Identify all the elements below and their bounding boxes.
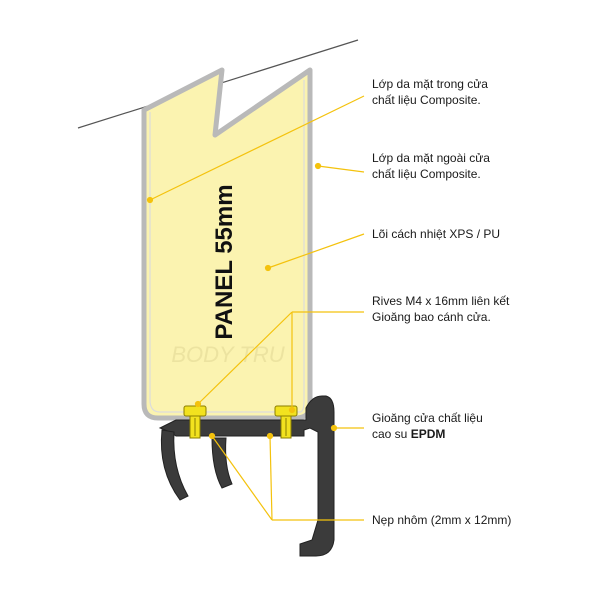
callout-inner-skin-line1: Lớp da mặt trong cửa bbox=[372, 77, 488, 91]
callout-aluminium-line1: Nẹp nhôm (2mm x 12mm) bbox=[372, 513, 512, 527]
panel-body bbox=[141, 67, 313, 421]
callout-inner-skin: Lớp da mặt trong cửa chất liệu Composite… bbox=[372, 76, 488, 108]
epdm-gasket-lip-mid bbox=[211, 437, 233, 489]
epdm-gasket-top bbox=[158, 395, 335, 557]
callout-outer-skin-line1: Lớp da mặt ngoài cửa bbox=[372, 151, 490, 165]
panel-label: PANEL 55mm bbox=[211, 184, 238, 339]
callout-gasket: Gioăng cửa chất liệu cao su EPDM bbox=[372, 410, 483, 442]
callout-outer-skin-line2: chất liệu Composite. bbox=[372, 167, 481, 181]
leader-lines bbox=[146, 95, 365, 521]
callout-gasket-line2-bold: EPDM bbox=[410, 427, 446, 441]
callout-core: Lõi cách nhiệt XPS / PU bbox=[372, 226, 500, 242]
epdm-gasket-lip-left bbox=[160, 429, 189, 501]
callout-rivets-line2: Gioăng bao cánh cửa. bbox=[372, 310, 491, 324]
panel-inner-skin bbox=[149, 80, 305, 413]
callout-inner-skin-line2: chất liệu Composite. bbox=[372, 93, 481, 107]
callout-gasket-line2: cao su EPDM bbox=[372, 426, 483, 442]
callout-rivets: Rives M4 x 16mm liên kết Gioăng bao cánh… bbox=[372, 293, 509, 325]
rivet-left bbox=[183, 405, 207, 439]
callout-outer-skin: Lớp da mặt ngoài cửa chất liệu Composite… bbox=[372, 150, 490, 182]
callout-rivets-line1: Rives M4 x 16mm liên kết bbox=[372, 294, 510, 308]
callout-core-line1: Lõi cách nhiệt XPS / PU bbox=[372, 227, 501, 241]
callout-gasket-line2-text: cao su bbox=[372, 427, 411, 441]
callout-aluminium: Nẹp nhôm (2mm x 12mm) bbox=[372, 512, 511, 528]
callout-gasket-line1: Gioăng cửa chất liệu bbox=[372, 411, 483, 425]
watermark: BODY TRU bbox=[171, 342, 284, 367]
